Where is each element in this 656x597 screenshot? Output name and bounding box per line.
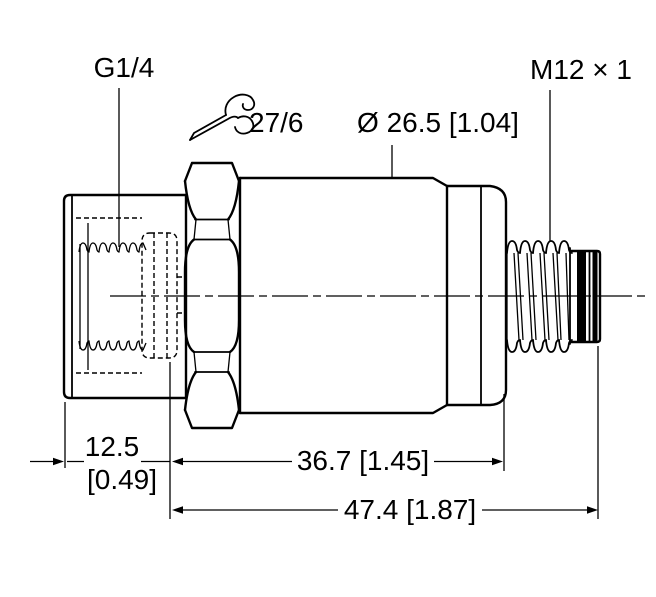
port-depth-mm: 12.5 [85,431,140,462]
overall-length-value: 47.4 [1.87] [344,494,476,525]
wrench-icon [189,93,256,141]
m12-thread-bottom [506,339,573,353]
sensor-body [238,176,508,415]
wrench-size-label: 27/6 [249,107,304,138]
label-connector-thread: M12 × 1 [530,54,632,241]
connector-tip [568,249,602,344]
m12-thread-top [506,240,573,254]
extension-lines [64,346,599,519]
connector-thread [506,240,573,353]
dimension-housing-length: 36.7 [1.45] [172,445,503,476]
dimension-overall-length: 47.4 [1.87] [172,494,598,525]
label-body-diameter: Ø 26.5 [1.04] [357,107,519,177]
housing-length-value: 36.7 [1.45] [297,445,429,476]
port-depth-inch: [0.49] [87,464,157,495]
body-diameter-label: Ø 26.5 [1.04] [357,107,519,138]
port-thread-bottom [78,340,147,351]
dimension-port-depth: 12.5 [0.49] [30,431,170,495]
label-process-thread: G1/4 [94,52,155,247]
port-thread-top [78,242,147,253]
label-wrench: 27/6 [189,93,304,141]
m12-thread-flanks [513,252,570,341]
connector-thread-label: M12 × 1 [530,54,632,85]
process-thread-label: G1/4 [94,52,155,83]
